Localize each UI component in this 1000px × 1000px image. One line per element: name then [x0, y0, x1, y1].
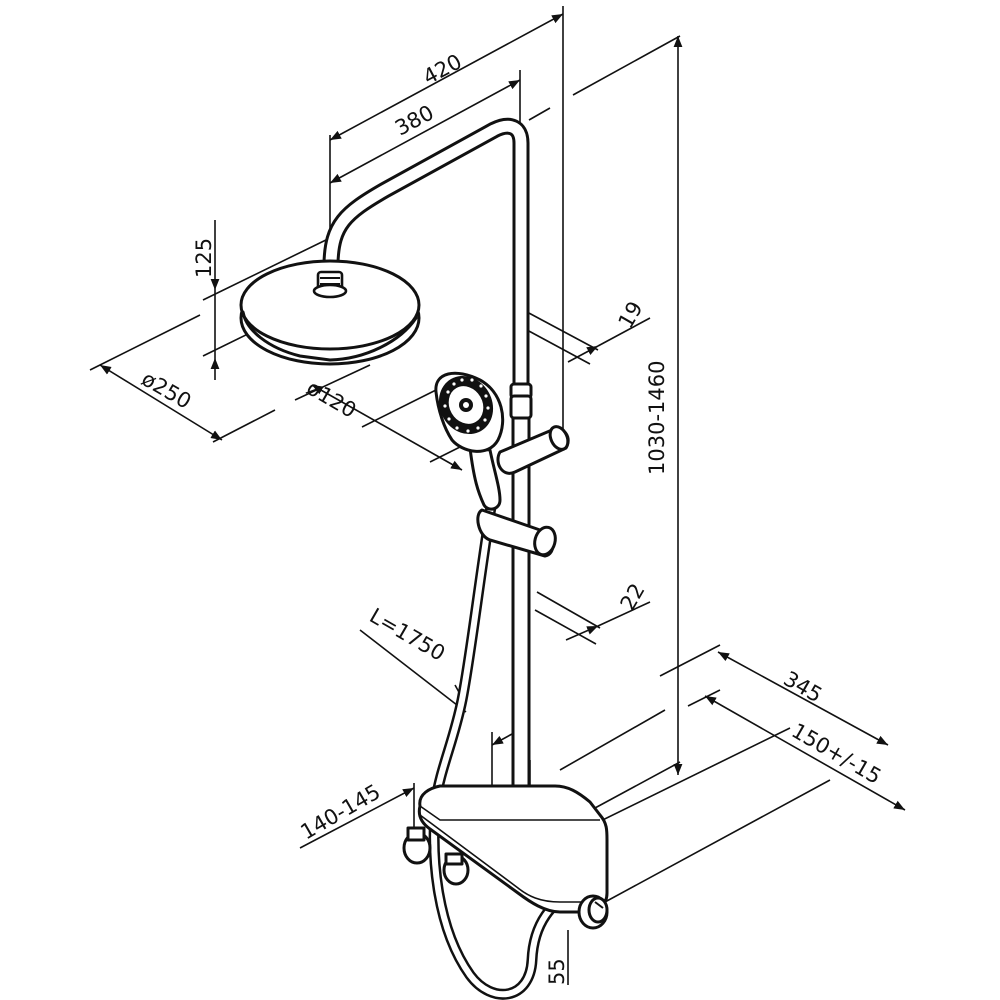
hose-length: L=1750 [366, 604, 450, 666]
dim-140-145: 140-145 [297, 780, 385, 845]
dim-420: 420 [419, 49, 466, 89]
dimension-lines [99, 13, 906, 985]
dim-1030-1460: 1030-1460 [645, 361, 669, 475]
rain-shower-head [239, 259, 421, 366]
dim-150: 150+/-15 [788, 719, 886, 789]
shower-arm [322, 117, 530, 385]
shower-hose [428, 494, 578, 1000]
dim-125: 125 [192, 238, 216, 278]
dim-380: 380 [391, 100, 438, 140]
dim-55: 55 [545, 958, 569, 985]
dim-19: 19 [614, 297, 648, 332]
dim-22: 22 [616, 579, 650, 614]
hand-shower [434, 371, 570, 558]
dim-345: 345 [780, 667, 827, 708]
thermostatic-mixer [402, 784, 609, 930]
